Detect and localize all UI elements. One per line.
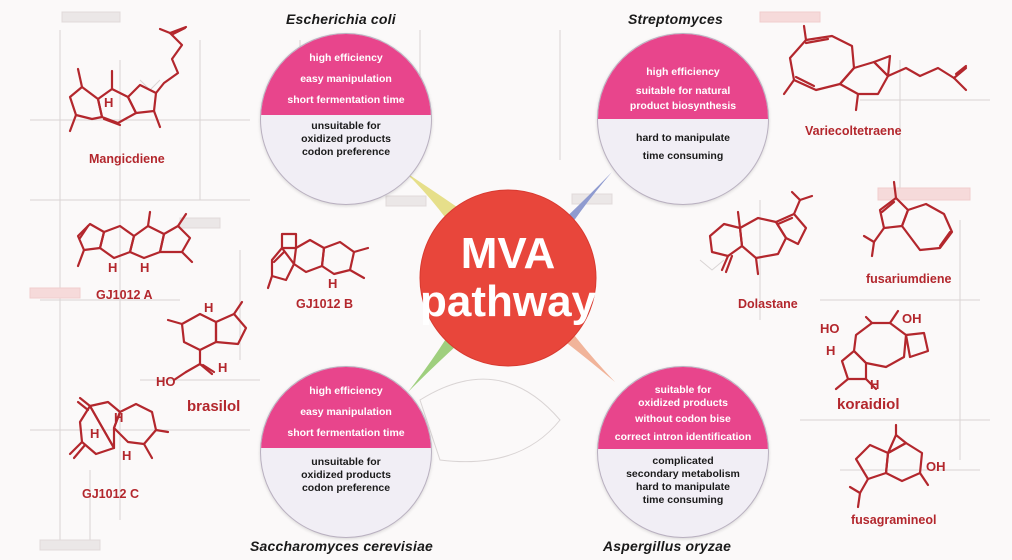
molecule-label: Mangicdiene xyxy=(89,152,165,166)
molecule-label: Variecoltetraene xyxy=(805,124,902,138)
con-line: codon preference xyxy=(301,482,391,494)
molecule-label: koraidiol xyxy=(837,396,900,413)
pro-line: short fermentation time xyxy=(287,427,405,439)
atom-label: H xyxy=(108,260,117,275)
host-label-aspergillus: Aspergillus oryzae xyxy=(603,538,732,554)
cons-panel: unsuitable for oxidized products codon p… xyxy=(261,448,431,537)
host-circle-aspergillus: suitable for oxidized products without c… xyxy=(597,366,769,538)
con-line: hard to manipulate xyxy=(636,132,730,144)
host-circle-saccharomyces: high efficiency easy manipulation short … xyxy=(260,366,432,538)
molecule-label: GJ1012 C xyxy=(82,487,139,501)
molecule-koraidiol: HO OH H H xyxy=(820,309,930,392)
atom-label: H xyxy=(826,343,835,358)
atom-label: H xyxy=(104,95,113,110)
atom-label: OH xyxy=(902,311,922,326)
molecule-label: GJ1012 B xyxy=(296,297,353,311)
pro-line: short fermentation time xyxy=(287,94,405,106)
molecule-fusagramineol: OH xyxy=(848,423,946,509)
pro-line: high efficiency xyxy=(309,52,383,64)
con-line: codon preference xyxy=(301,146,391,158)
con-line: unsuitable for xyxy=(311,456,381,468)
center-title-line1: MVA xyxy=(461,229,556,278)
molecule-variecoltetraene xyxy=(782,24,968,112)
pro-line: high efficiency xyxy=(646,66,720,78)
pro-line: without codon bise xyxy=(635,413,731,425)
atom-label: H xyxy=(122,448,131,463)
cons-panel: hard to manipulate time consuming xyxy=(598,119,768,204)
molecule-brasilol: H HO H xyxy=(156,300,248,389)
host-circle-ecoli: high efficiency easy manipulation short … xyxy=(260,33,432,205)
pro-line: correct intron identification xyxy=(614,431,752,443)
molecule-gj1012b: H xyxy=(266,232,370,291)
atom-label: HO xyxy=(820,321,840,336)
host-label-streptomyces: Streptomyces xyxy=(628,11,723,27)
pro-line: suitable for natural xyxy=(635,85,731,97)
atom-label: HO xyxy=(156,374,176,389)
pros-panel: high efficiency suitable for natural pro… xyxy=(598,34,768,119)
pro-line: product biosynthesis xyxy=(629,100,737,112)
atom-label: H xyxy=(328,276,337,291)
atom-label: H xyxy=(204,300,213,315)
pro-line: high efficiency xyxy=(309,385,383,397)
atom-label: H xyxy=(90,426,99,441)
pro-line: easy manipulation xyxy=(300,73,392,85)
molecule-gj1012c: H H H xyxy=(68,396,170,463)
molecule-dolastane xyxy=(708,190,814,276)
mva-circle xyxy=(419,189,597,367)
con-line: secondary metabolism xyxy=(626,468,740,480)
atom-label: H xyxy=(218,360,227,375)
molecule-label: Dolastane xyxy=(738,297,798,311)
center-title-line2: pathway xyxy=(420,277,597,326)
host-label-saccharomyces: Saccharomyces cerevisiae xyxy=(250,538,434,554)
molecule-label: brasilol xyxy=(187,398,241,415)
pro-line: suitable for xyxy=(654,384,712,396)
con-line: time consuming xyxy=(642,494,724,506)
atom-label: H xyxy=(870,377,879,392)
cons-panel: complicated secondary metabolism hard to… xyxy=(598,449,768,537)
molecule-label: GJ1012 A xyxy=(96,288,153,302)
pros-panel: suitable for oxidized products without c… xyxy=(598,367,768,449)
molecule-mangicdiene: H xyxy=(68,25,188,133)
con-line: time consuming xyxy=(642,150,724,162)
atom-label: OH xyxy=(926,459,946,474)
con-line: hard to manipulate xyxy=(636,481,730,493)
pro-line: easy manipulation xyxy=(300,406,392,418)
molecule-label: fusariumdiene xyxy=(866,272,952,286)
pros-panel: high efficiency easy manipulation short … xyxy=(261,34,431,115)
atom-label: H xyxy=(114,410,123,425)
con-line: oxidized products xyxy=(301,133,391,145)
con-line: oxidized products xyxy=(301,469,391,481)
molecule-fusariumdiene xyxy=(862,180,954,258)
host-label-ecoli: Escherichia coli xyxy=(286,11,396,27)
pros-panel: high efficiency easy manipulation short … xyxy=(261,367,431,448)
host-circle-streptomyces: high efficiency suitable for natural pro… xyxy=(597,33,769,205)
cons-panel: unsuitable for oxidized products codon p… xyxy=(261,115,431,204)
atom-label: H xyxy=(140,260,149,275)
con-line: complicated xyxy=(652,455,714,467)
molecule-label: fusagramineol xyxy=(851,513,937,527)
con-line: unsuitable for xyxy=(311,120,381,132)
molecule-gj1012a: H H xyxy=(76,210,194,275)
pro-line: oxidized products xyxy=(638,397,728,409)
